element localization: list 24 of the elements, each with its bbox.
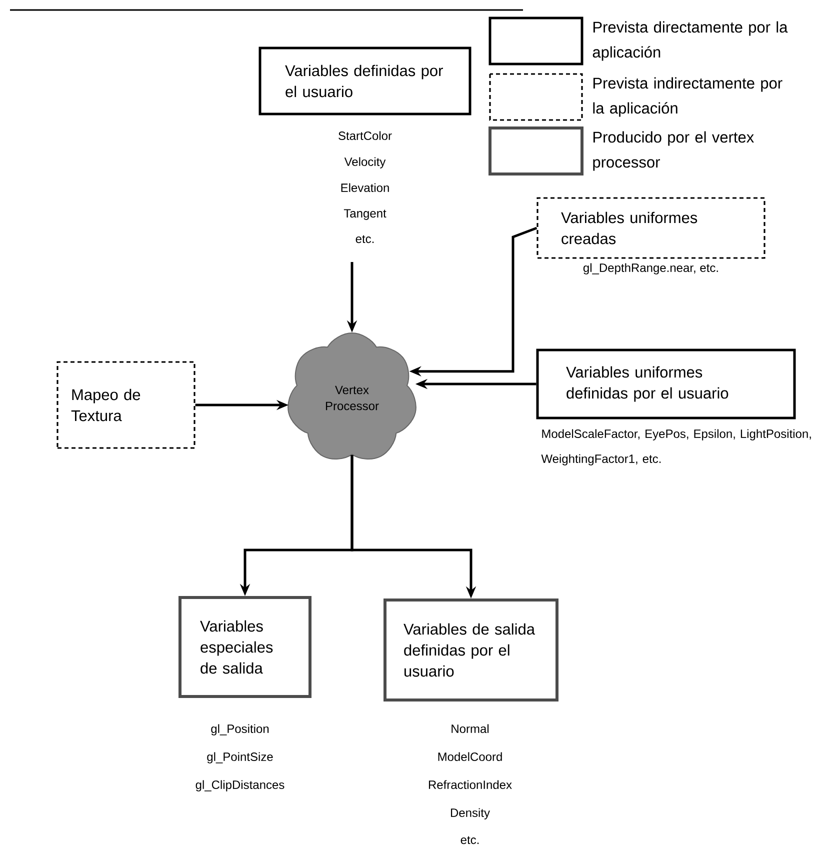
node-label: etc. bbox=[460, 836, 479, 844]
node-label: gl_DepthRange.near, etc. bbox=[583, 263, 718, 274]
text-box: Variables de salida definidas por el usuario bbox=[384, 598, 558, 702]
node-label: Tangent bbox=[344, 209, 386, 220]
text-box: Variables definidas por el usuario bbox=[258, 46, 472, 116]
node-label: Density bbox=[450, 808, 490, 820]
node-label: StartColor bbox=[338, 131, 392, 140]
legend-entry: Producido por el vertex processor bbox=[488, 126, 754, 176]
node-label: ModelCoord bbox=[438, 752, 502, 761]
node-label: ModelScaleFactor, EyePos, Epsilon, LightPosition, WeightingFactor1, etc. bbox=[541, 429, 811, 466]
legend-entry: Prevista directamente por la aplicación bbox=[488, 16, 788, 66]
text-box: Variables especiales de salida bbox=[178, 596, 312, 698]
node-label: gl_ClipDistances bbox=[196, 780, 284, 792]
node-label: RefractionIndex bbox=[428, 780, 512, 789]
node-label: Normal bbox=[452, 724, 489, 733]
node-label: Elevation bbox=[341, 183, 389, 192]
text-box: Variables uniformes creadas bbox=[536, 197, 766, 259]
legend-entry: Prevista indirectamente por la aplicación bbox=[489, 73, 782, 121]
text-box: Variables uniformes definidas por el usuario bbox=[536, 348, 796, 420]
text-box: Mapeo de Textura bbox=[56, 361, 196, 449]
node-label: Velocity bbox=[344, 157, 386, 168]
node-label: gl_PointSize bbox=[207, 752, 273, 764]
node-label: gl_Position bbox=[211, 724, 269, 736]
node-label: etc. bbox=[356, 235, 374, 244]
